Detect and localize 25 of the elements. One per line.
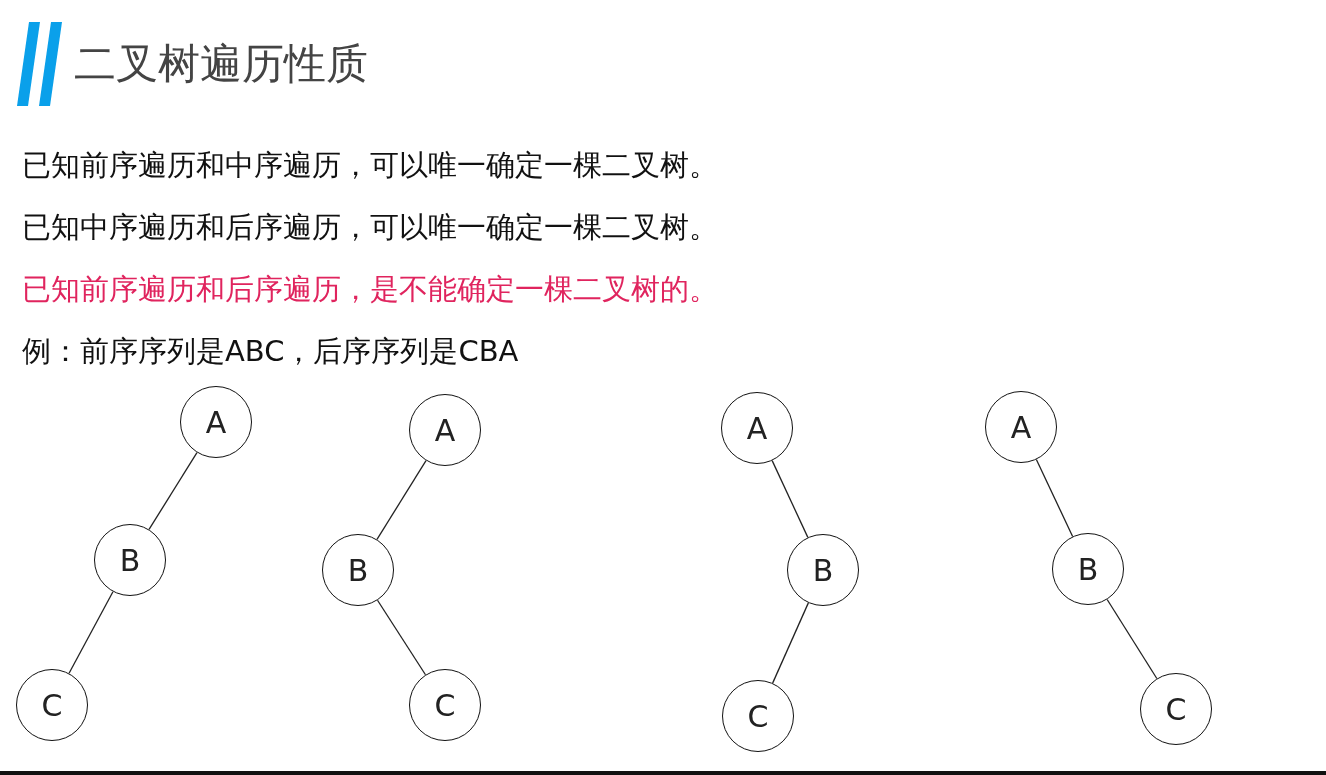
- tree-edge: [1106, 598, 1158, 680]
- tree-node-circle: B: [322, 534, 394, 606]
- tree-node-circle: A: [985, 391, 1057, 463]
- tree-edge: [68, 591, 114, 674]
- tree-node-circle: C: [16, 669, 88, 741]
- tree-node-circle: C: [722, 680, 794, 752]
- statement-text: 例：前序序列是ABC，后序序列是CBA: [22, 333, 519, 370]
- tree-edge: [1035, 458, 1074, 538]
- tree-node-circle: A: [180, 386, 252, 458]
- statement-text: 已知前序遍历和后序遍历，是不能确定一棵二叉树的。: [22, 271, 718, 308]
- tree-node-circle: C: [1140, 673, 1212, 745]
- tree-node-circle: B: [1052, 533, 1124, 605]
- tree-edge: [771, 460, 809, 538]
- slide-title: 二叉树遍历性质: [74, 38, 368, 90]
- tree-edge: [772, 602, 809, 684]
- tree-edge: [376, 599, 427, 676]
- statement-text: 已知中序遍历和后序遍历，可以唯一确定一棵二叉树。: [22, 209, 718, 246]
- tree-node-circle: B: [787, 534, 859, 606]
- tree-node-circle: A: [721, 392, 793, 464]
- tree-edge: [148, 451, 198, 531]
- tree-node-circle: A: [409, 394, 481, 466]
- tree-node-circle: B: [94, 524, 166, 596]
- tree-edge: [376, 459, 427, 541]
- tree-node-circle: C: [409, 669, 481, 741]
- statement-text: 已知前序遍历和中序遍历，可以唯一确定一棵二叉树。: [22, 147, 718, 184]
